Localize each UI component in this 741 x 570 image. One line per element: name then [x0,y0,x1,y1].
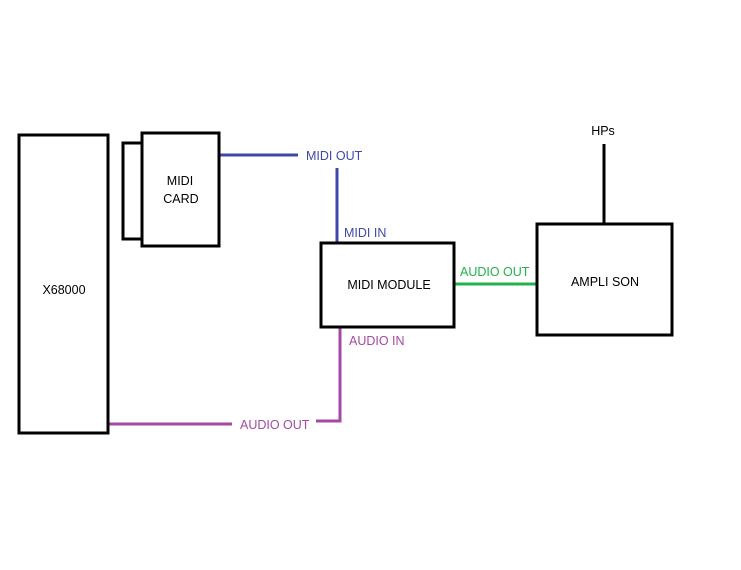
midi-out-label: MIDI OUT [306,149,363,163]
x68000-label: X68000 [42,283,85,297]
midi-in-label: MIDI IN [344,226,386,240]
midi-module-box [319,241,456,329]
audio-out-green-label: AUDIO OUT [460,265,530,279]
midi-card-box [140,131,221,248]
midi-card-label-line1: MIDI [167,174,193,188]
x68000-box [17,133,110,435]
midi-card-label-line2: CARD [163,192,198,206]
ampli-son-label: AMPLI SON [571,275,639,289]
hps-label: HPs [591,124,615,138]
audio-in-wire [316,327,342,423]
midi-card-connector [121,141,144,241]
ampli-son-box [535,222,674,337]
audio-in-label: AUDIO IN [349,334,405,348]
midi-module-label: MIDI MODULE [347,278,430,292]
audio-out-purple-label: AUDIO OUT [240,418,310,432]
